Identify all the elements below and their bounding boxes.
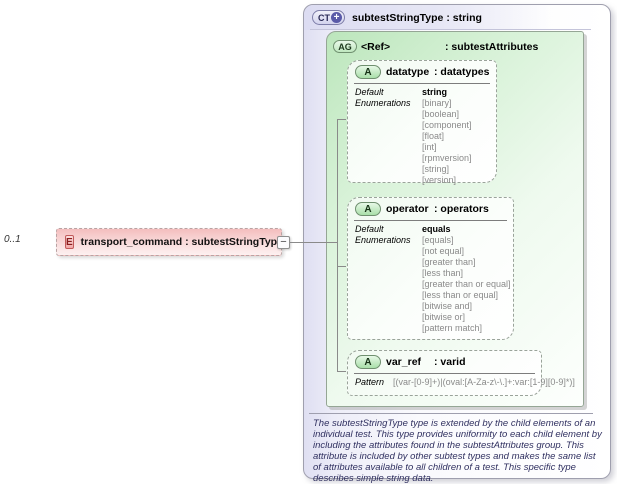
cardinality-label: 0..1 xyxy=(4,234,21,245)
annotation-text: The subtestStringType type is extended b… xyxy=(313,418,602,484)
attribute-icon: A xyxy=(355,355,381,369)
attribute-row-enumerations: Enumerations[equals][not equal][greater … xyxy=(355,235,511,334)
attribute-header: A operator : operators xyxy=(348,198,513,218)
row-values: string xyxy=(422,87,447,98)
row-value: [not equal] xyxy=(422,246,465,256)
row-label: Default xyxy=(355,224,384,234)
attribute-header: A datatype : datatypes xyxy=(348,61,496,81)
attribute-rows: Pattern [(var-[0-9]+)|(oval:[A-Za-z\-\.]+… xyxy=(348,374,575,388)
element-icon: E xyxy=(65,235,74,249)
connector-branch-var-ref xyxy=(337,371,346,372)
row-values: [(var-[0-9]+)|(oval:[A-Za-z\-\.]+:var:[1… xyxy=(393,377,575,388)
attribute-box-var_ref[interactable]: A var_ref : varid Pattern [(var-[0-9]+)|(… xyxy=(347,350,575,396)
complex-type-header: CT + subtestStringType : string xyxy=(312,10,482,25)
connector-branch-operator xyxy=(337,266,346,267)
row-value: [greater than] xyxy=(422,257,476,267)
attribute-name: operator xyxy=(386,203,429,215)
row-value: [equals] xyxy=(422,235,454,245)
attribute-header: A var_ref : varid xyxy=(348,351,541,371)
row-value: [less than or equal] xyxy=(422,290,499,300)
connector-spine-line xyxy=(337,119,338,372)
attribute-row-enumerations: Enumerations [binary][boolean][component]… xyxy=(355,98,492,186)
row-values: equals xyxy=(422,224,451,235)
row-values: [equals][not equal][greater than][less t… xyxy=(422,235,511,334)
connector-element-line xyxy=(290,242,337,243)
row-label: Enumerations xyxy=(355,98,411,108)
complex-type-icon: CT + xyxy=(312,10,345,25)
attribute-type: : operators xyxy=(434,203,489,215)
connector-branch-datatype xyxy=(337,119,346,120)
row-value: [component] xyxy=(422,120,472,130)
row-value: [(var-[0-9]+)|(oval:[A-Za-z\-\.]+:var:[1… xyxy=(393,377,575,387)
collapse-toggle[interactable]: − xyxy=(277,236,290,249)
element-box-transport-command[interactable]: E transport_command : subtestStringType xyxy=(56,228,283,256)
row-label: Pattern xyxy=(355,377,385,387)
attribute-row-default: Default string xyxy=(355,87,492,98)
row-value: [pattern match] xyxy=(422,323,483,333)
annotation-separator xyxy=(309,413,593,414)
row-value: [greater than or equal] xyxy=(422,279,511,289)
element-label: transport_command : subtestStringType xyxy=(80,236,283,248)
row-value: [bitwise and] xyxy=(422,301,473,311)
row-value: [bitwise or] xyxy=(422,312,466,322)
row-value: [int] xyxy=(422,142,437,152)
attribute-row-default: Default equals xyxy=(355,224,509,235)
row-value: [version] xyxy=(422,175,457,185)
attribute-group-header[interactable]: AG <Ref> : subtestAttributes xyxy=(333,40,538,53)
row-value: [float] xyxy=(422,131,445,141)
complex-type-header-band xyxy=(304,5,610,30)
row-value: [less than] xyxy=(422,268,464,278)
complex-type-box: CT + subtestStringType : string AG <Ref>… xyxy=(303,4,611,484)
row-label: Default xyxy=(355,87,384,97)
attribute-name: datatype xyxy=(386,66,430,78)
attribute-icon: A xyxy=(355,202,381,216)
attribute-group-icon: AG xyxy=(333,40,357,53)
header-separator xyxy=(310,29,591,30)
row-values: [binary][boolean][component][float][int]… xyxy=(422,98,472,186)
row-value: string xyxy=(422,87,448,97)
attribute-type: : varid xyxy=(434,356,466,368)
attribute-name: var_ref xyxy=(386,356,422,368)
attribute-row-pattern: Pattern [(var-[0-9]+)|(oval:[A-Za-z\-\.]+… xyxy=(355,377,575,388)
row-value: [boolean] xyxy=(422,109,460,119)
row-value: [rpmversion] xyxy=(422,153,472,163)
attribute-group-type: : subtestAttributes xyxy=(445,40,539,53)
attribute-group-name: <Ref> xyxy=(361,40,391,53)
complex-type-title: subtestStringType : string xyxy=(352,11,482,24)
attribute-header-separator xyxy=(354,373,535,374)
attribute-icon: A xyxy=(355,65,381,79)
complex-type-icon-label: CT xyxy=(318,12,330,23)
row-label: Enumerations xyxy=(355,235,411,245)
attribute-header-separator xyxy=(354,220,507,221)
row-value: [binary] xyxy=(422,98,452,108)
row-value: equals xyxy=(422,224,451,234)
attribute-header-separator xyxy=(354,83,490,84)
row-value: [string] xyxy=(422,164,450,174)
expand-plus-icon[interactable]: + xyxy=(331,12,342,23)
attribute-group-box: AG <Ref> : subtestAttributes A datatype … xyxy=(326,31,584,407)
attribute-type: : datatypes xyxy=(434,66,490,78)
